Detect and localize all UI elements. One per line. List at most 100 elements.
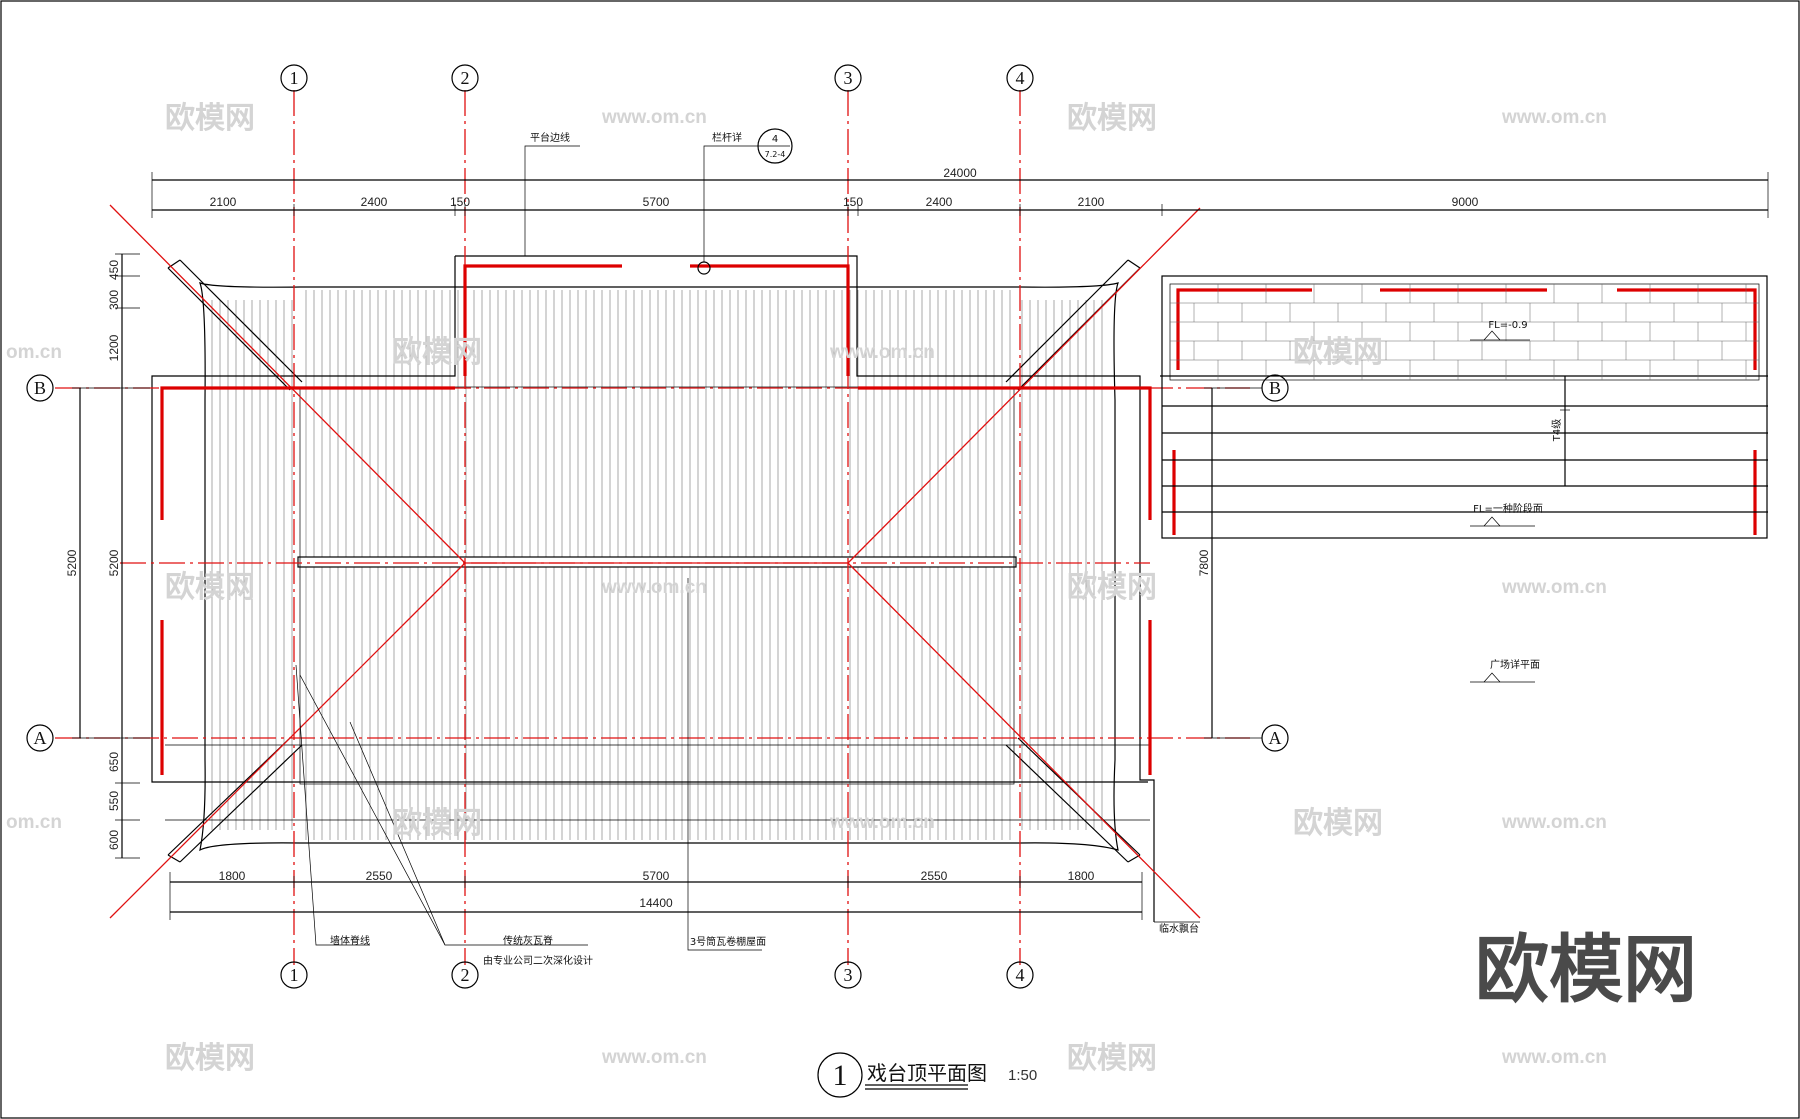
label-fl-level: FL=-0.9: [1488, 320, 1527, 331]
label-fl-level-2: FL=一种阶段面: [1473, 502, 1543, 515]
dim-bottom-2: 2550: [366, 869, 393, 883]
dim-bottom-1: 1800: [219, 869, 246, 883]
axis-bubble-bottom-3: 3: [834, 961, 862, 989]
axis-bubble-left-A: A: [26, 724, 54, 752]
label-plaza-level: 广场详平面: [1490, 658, 1540, 671]
svg-text:1: 1: [290, 965, 299, 985]
waterside-platform: [1161, 275, 1768, 539]
dim-right-7800: 7800: [1197, 549, 1211, 576]
watermark-logo: 欧模网: [1293, 335, 1383, 370]
dim-top-8: 9000: [1452, 195, 1479, 209]
dim-bottom-5: 1800: [1068, 869, 1095, 883]
label-waterside-platform: 临水飘台: [1159, 922, 1199, 935]
axis-bubbles: 1 2 3 4 1 2 3 4 B A B A: [26, 64, 1289, 989]
watermark-url: www.om.cn: [829, 342, 935, 363]
dim-top-2: 2400: [361, 195, 388, 209]
watermark-logo: 欧模网: [1293, 806, 1383, 841]
detail-ref-number: 4: [772, 134, 778, 145]
watermark-url: www.om.cn: [1501, 107, 1607, 128]
dim-top-7: 2100: [1078, 195, 1105, 209]
watermark-url: www.om.cn: [601, 577, 707, 598]
axis-bubble-bottom-1: 1: [280, 961, 308, 989]
axis-bubble-right-A: A: [1261, 724, 1289, 752]
svg-text:4: 4: [1016, 965, 1025, 985]
dim-bottom-3: 5700: [643, 869, 670, 883]
axis-bubble-top-2: 2: [451, 64, 479, 92]
dim-bottom-total: 14400: [639, 896, 673, 910]
detail-ref-sheet: 7.2-4: [765, 150, 786, 159]
watermark-url: www.om.cn: [601, 1047, 707, 1068]
svg-text:A: A: [34, 728, 47, 748]
svg-text:3: 3: [844, 965, 853, 985]
svg-text:1: 1: [290, 68, 299, 88]
title-scale: 1:50: [1008, 1067, 1037, 1084]
watermark-brand-large: 欧模网: [1475, 927, 1697, 1013]
watermark-url: om.cn: [6, 812, 62, 833]
dim-bottom-4: 2550: [921, 869, 948, 883]
svg-text:4: 4: [1016, 68, 1025, 88]
watermark-logo: 欧模网: [165, 1041, 255, 1076]
axis-bubble-top-3: 3: [834, 64, 862, 92]
axis-bubble-top-1: 1: [280, 64, 308, 92]
dim-top-1: 2100: [210, 195, 237, 209]
axis-bubble-top-4: 4: [1006, 64, 1034, 92]
drawing-title: 1 戏台顶平面图 1:50: [817, 1052, 1037, 1098]
dim-top-3: 150: [450, 195, 470, 209]
svg-text:3: 3: [844, 68, 853, 88]
dim-left-450: 450: [107, 260, 121, 280]
label-railing-detail: 栏杆详: [712, 131, 742, 144]
svg-text:2: 2: [461, 68, 470, 88]
label-platform-edge: 平台边线: [530, 131, 570, 144]
dim-top-4: 5700: [643, 195, 670, 209]
top-dimensions: 24000 2100 2400 150 5700 150 2400 2100 9…: [151, 166, 1769, 218]
bottom-dimensions: 1800 2550 5700 2550 1800 14400: [169, 869, 1143, 920]
watermark-logo: 欧模网: [1067, 1041, 1157, 1076]
watermark-url: www.om.cn: [1501, 812, 1607, 833]
watermark-logo: 欧模网: [392, 806, 482, 841]
watermark-url: www.om.cn: [1501, 577, 1607, 598]
axis-bubble-right-B: B: [1261, 374, 1289, 402]
title-number-bubble: [817, 1052, 863, 1098]
watermark-url: www.om.cn: [829, 812, 935, 833]
roof-outline: [151, 255, 1768, 922]
dim-left-550: 550: [107, 791, 121, 811]
axis-bubble-bottom-4: 4: [1006, 961, 1034, 989]
axis-bubble-bottom-2: 2: [451, 961, 479, 989]
watermark-logo: 欧模网: [392, 335, 482, 370]
watermark-logo: 欧模网: [165, 570, 255, 605]
watermark-logo: 欧模网: [165, 101, 255, 136]
detail-reference-bubble: [757, 128, 793, 164]
svg-text:B: B: [1269, 378, 1281, 398]
right-dimension: 7800: [1197, 387, 1262, 739]
dim-left-1200: 1200: [107, 334, 121, 361]
dim-left-300: 300: [107, 290, 121, 310]
dim-top-5: 150: [843, 195, 863, 209]
hip-axis-lines: [109, 204, 1201, 919]
dim-left-650: 650: [107, 752, 121, 772]
label-tile-ridge-1: 传统灰瓦脊: [503, 934, 553, 947]
title-name: 戏台顶平面图: [867, 1061, 987, 1085]
roof-tile-hatching: [211, 290, 1103, 840]
dim-left-600: 600: [107, 830, 121, 850]
title-number: 1: [833, 1059, 848, 1092]
watermark-url: om.cn: [6, 342, 62, 363]
label-steps: T4级: [1551, 419, 1563, 442]
dim-top-6: 2400: [926, 195, 953, 209]
svg-text:2: 2: [461, 965, 470, 985]
watermarks: 欧模网 欧模网 欧模网 欧模网 欧模网 欧模网 欧模网 欧模网 欧模网 欧模网 …: [6, 101, 1697, 1076]
dim-top-total: 24000: [943, 166, 977, 180]
svg-text:B: B: [34, 378, 46, 398]
svg-text:A: A: [1269, 728, 1282, 748]
label-roof-tile: 3号筒瓦卷棚屋面: [690, 935, 766, 948]
watermark-logo: 欧模网: [1067, 570, 1157, 605]
dim-left-outer: 5200: [65, 549, 79, 576]
watermark-url: www.om.cn: [1501, 1047, 1607, 1068]
watermark-logo: 欧模网: [1067, 101, 1157, 136]
label-wall-ridge: 墙体脊线: [330, 934, 370, 947]
annotations: 平台边线 栏杆详 4 7.2-4 FL=-0.9 T4级 FL=一种阶段面 广场…: [295, 128, 1563, 967]
axis-lines: [55, 90, 1250, 965]
axis-bubble-left-B: B: [26, 374, 54, 402]
watermark-url: www.om.cn: [601, 107, 707, 128]
